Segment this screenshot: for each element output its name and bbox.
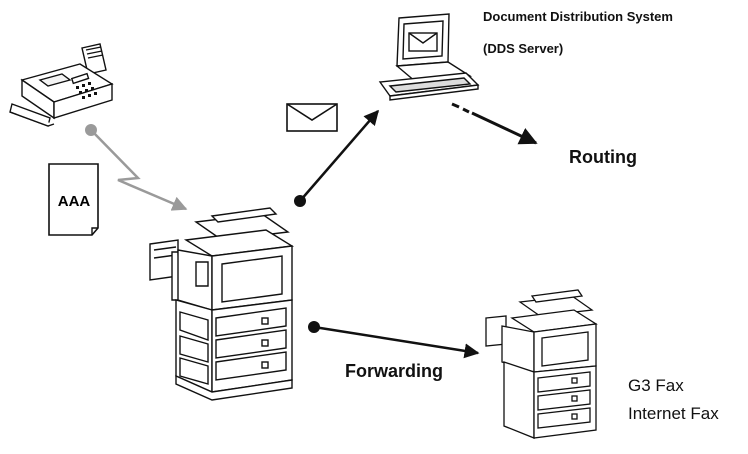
internet-fax-label: Internet Fax	[628, 404, 719, 423]
multifunction-printer-icon	[149, 207, 295, 401]
dds-title-label: Document Distribution System	[483, 9, 673, 24]
forwarding-label: Forwarding	[345, 361, 443, 381]
dds-subtitle-label: (DDS Server)	[483, 41, 564, 56]
document-text: AAA	[58, 193, 91, 210]
routing-label: Routing	[569, 147, 637, 167]
fax-machine-icon	[9, 43, 114, 127]
envelope-icon	[286, 103, 338, 132]
routing-arrow	[451, 102, 538, 145]
document-icon: AAA	[48, 163, 99, 236]
fax-transmission-link	[85, 124, 188, 211]
forwarding-arrow	[308, 321, 480, 359]
remote-fax-printer-icon	[485, 289, 598, 439]
computer-icon	[378, 13, 480, 101]
dds-connection-arrow	[294, 109, 379, 207]
g3-fax-label: G3 Fax	[628, 376, 684, 395]
